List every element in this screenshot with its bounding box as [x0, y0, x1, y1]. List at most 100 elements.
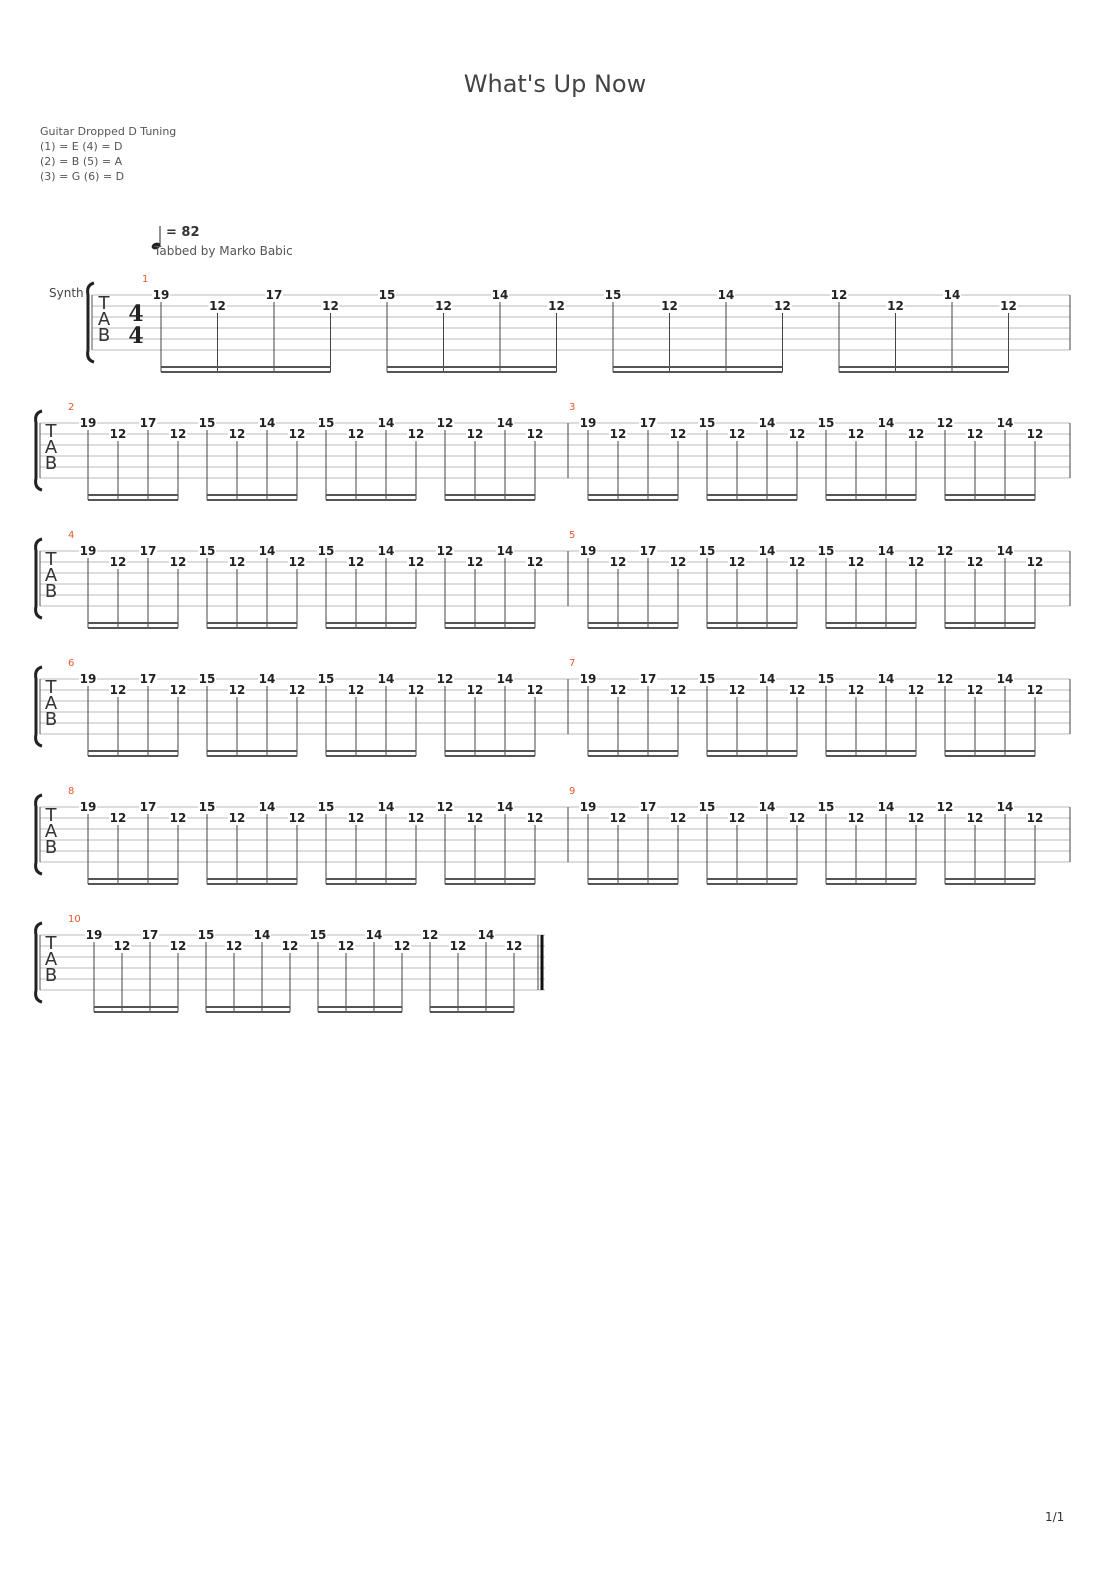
tab-clef-letter: T	[45, 549, 58, 570]
fret-knockout	[109, 428, 127, 439]
fret-knockout	[728, 684, 746, 695]
fret-number: 15	[818, 672, 835, 686]
fret-knockout	[773, 300, 792, 311]
fret-knockout	[169, 812, 187, 823]
fret-number: 12	[670, 683, 687, 697]
fret-knockout	[258, 673, 276, 684]
fret-number: 14	[497, 672, 514, 686]
fret-number: 12	[114, 939, 131, 953]
fret-number: 14	[492, 288, 509, 302]
fret-knockout	[198, 417, 216, 428]
fret-knockout	[907, 428, 925, 439]
fret-number: 17	[640, 672, 657, 686]
tab-clef-letter: B	[45, 453, 57, 474]
fret-number: 12	[348, 683, 365, 697]
fret-knockout	[258, 417, 276, 428]
fret-knockout	[817, 545, 835, 556]
fret-number: 12	[848, 683, 865, 697]
fret-knockout	[966, 684, 984, 695]
fret-number: 12	[408, 555, 425, 569]
tab-clef-letter: B	[98, 325, 110, 346]
fret-number: 14	[759, 672, 776, 686]
fret-knockout	[886, 300, 905, 311]
fret-knockout	[258, 545, 276, 556]
fret-number: 12	[729, 427, 746, 441]
fret-knockout	[436, 673, 454, 684]
fret-number: 14	[878, 800, 895, 814]
fret-knockout	[830, 289, 848, 300]
fret-number: 12	[908, 683, 925, 697]
fret-knockout	[79, 673, 97, 684]
fret-number: 12	[937, 672, 954, 686]
fret-number: 12	[170, 939, 187, 953]
fret-number: 12	[1000, 299, 1017, 313]
fret-number: 12	[527, 683, 544, 697]
fret-number: 17	[640, 800, 657, 814]
tempo-marking: = 82	[166, 225, 200, 240]
page-number: 1/1	[1045, 1510, 1065, 1524]
fret-knockout	[421, 929, 439, 940]
fret-knockout	[288, 812, 306, 823]
fret-number: 14	[759, 800, 776, 814]
fret-number: 12	[348, 811, 365, 825]
fret-number: 12	[289, 811, 306, 825]
fret-number: 14	[878, 672, 895, 686]
fret-number: 14	[997, 416, 1014, 430]
fret-knockout	[669, 556, 687, 567]
fret-number: 17	[640, 416, 657, 430]
fret-number: 14	[878, 544, 895, 558]
fret-number: 12	[967, 811, 984, 825]
fret-knockout	[228, 556, 246, 567]
fret-number: 12	[226, 939, 243, 953]
measure-number: 9	[569, 786, 575, 797]
fret-knockout	[609, 684, 627, 695]
fret-knockout	[109, 556, 127, 567]
fret-knockout	[169, 684, 187, 695]
fret-number: 19	[580, 416, 597, 430]
fret-number: 14	[997, 544, 1014, 558]
fret-knockout	[198, 673, 216, 684]
instrument-label: Synth	[49, 286, 84, 300]
fret-number: 14	[478, 928, 495, 942]
fret-number: 15	[318, 672, 335, 686]
fret-knockout	[604, 289, 622, 300]
fret-knockout	[152, 289, 170, 300]
fret-knockout	[579, 417, 597, 428]
fret-knockout	[228, 684, 246, 695]
fret-knockout	[228, 428, 246, 439]
tab-clef-letter: B	[45, 581, 57, 602]
fret-knockout	[347, 428, 365, 439]
fret-number: 15	[199, 672, 216, 686]
tab-clef-letter: T	[45, 421, 58, 442]
fret-number: 14	[378, 416, 395, 430]
fret-number: 17	[140, 672, 157, 686]
fret-number: 12	[229, 427, 246, 441]
fret-knockout	[996, 545, 1014, 556]
measure-number: 6	[68, 658, 74, 669]
fret-number: 12	[1027, 427, 1044, 441]
fret-number: 15	[818, 544, 835, 558]
fret-number: 15	[818, 416, 835, 430]
fret-knockout	[1026, 428, 1044, 439]
fret-knockout	[281, 940, 299, 951]
fret-knockout	[139, 673, 157, 684]
fret-number: 14	[497, 800, 514, 814]
fret-number: 19	[580, 800, 597, 814]
fret-knockout	[109, 684, 127, 695]
fret-number: 12	[848, 427, 865, 441]
fret-number: 12	[937, 544, 954, 558]
fret-number: 12	[437, 800, 454, 814]
fret-number: 12	[209, 299, 226, 313]
fret-knockout	[288, 428, 306, 439]
fret-knockout	[265, 289, 283, 300]
fret-number: 12	[467, 427, 484, 441]
fret-number: 19	[80, 544, 97, 558]
fret-number: 15	[310, 928, 327, 942]
fret-knockout	[496, 417, 514, 428]
fret-knockout	[496, 801, 514, 812]
fret-knockout	[698, 417, 716, 428]
fret-knockout	[943, 289, 961, 300]
fret-number: 12	[527, 555, 544, 569]
fret-number: 12	[170, 427, 187, 441]
fret-knockout	[817, 673, 835, 684]
